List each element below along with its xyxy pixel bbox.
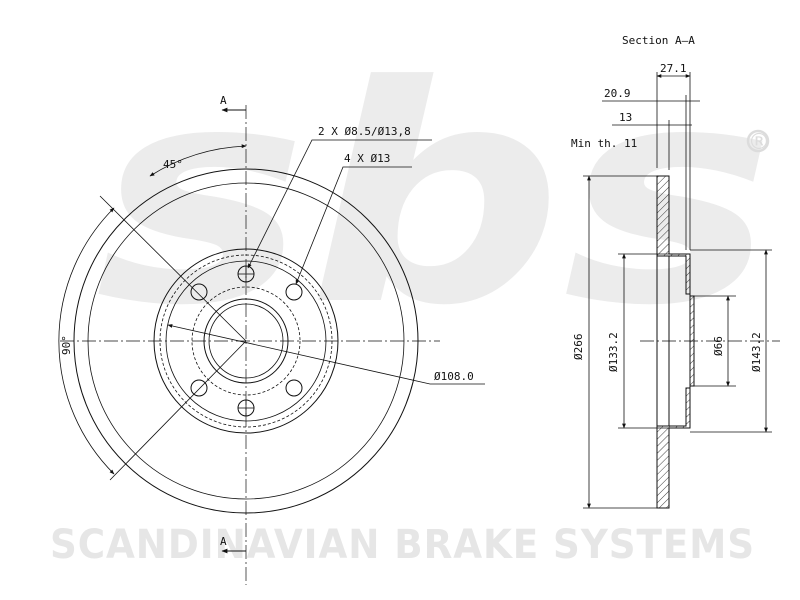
hub-outer-circle [153, 248, 339, 434]
angle-45-label: 45° [163, 158, 183, 171]
angle-90-line [109, 340, 247, 481]
section-marker-bottom: A [220, 535, 227, 548]
holes-large-leader [295, 166, 412, 285]
holes-small-label: 2 X Ø8.5/Ø13,8 [318, 125, 411, 138]
dia-143-2-label: Ø143.2 [750, 332, 763, 372]
angle-90-label: 90° [60, 335, 73, 355]
hub-chamfer-circle [159, 254, 333, 428]
center-bore [203, 298, 289, 384]
bolt-hole-upper-left [190, 283, 208, 301]
dia-133-2-label: Ø133.2 [607, 332, 620, 372]
min-thickness: Min th. 11 [571, 137, 637, 150]
pcd-label: Ø108.0 [434, 370, 474, 383]
bolt-hole-lower-left [190, 379, 208, 397]
center-bore-chamfer [208, 303, 284, 379]
brand-name-watermark: SCANDINAVIAN BRAKE SYSTEMS [50, 522, 755, 568]
pcd-leader [167, 324, 485, 385]
front-view: A A 45° 90° 2 X Ø8.5/Ø13,8 4 X Ø13 Ø108.… [58, 94, 485, 585]
section-view: Section A–A 27.1 20.9 13 Min th. 11 Ø266… [571, 34, 780, 509]
section-marker-top: A [220, 94, 227, 107]
dim-20-9: 20.9 [604, 87, 631, 100]
holes-large-label: 4 X Ø13 [344, 152, 390, 165]
hub-recess-circle [165, 260, 327, 422]
angle-90-arc [58, 207, 115, 475]
disc-section-profile [656, 175, 695, 509]
dia-266-label: Ø266 [572, 334, 585, 361]
pcd-circle [191, 286, 301, 396]
dim-13: 13 [619, 111, 632, 124]
angle-45-arc [149, 144, 247, 177]
registered-symbol: ® [748, 130, 770, 155]
bolt-hole-lower-right [285, 379, 303, 397]
registered-mark: ® [746, 129, 770, 155]
bolt-hole-upper-right [285, 283, 303, 301]
dia-66-label: Ø66 [712, 336, 725, 356]
dim-27-1: 27.1 [660, 62, 687, 75]
section-title: Section A–A [622, 34, 695, 47]
holes-small-leader [247, 139, 432, 269]
angle-45-line [99, 195, 247, 342]
disc-inner-edge [87, 182, 405, 500]
